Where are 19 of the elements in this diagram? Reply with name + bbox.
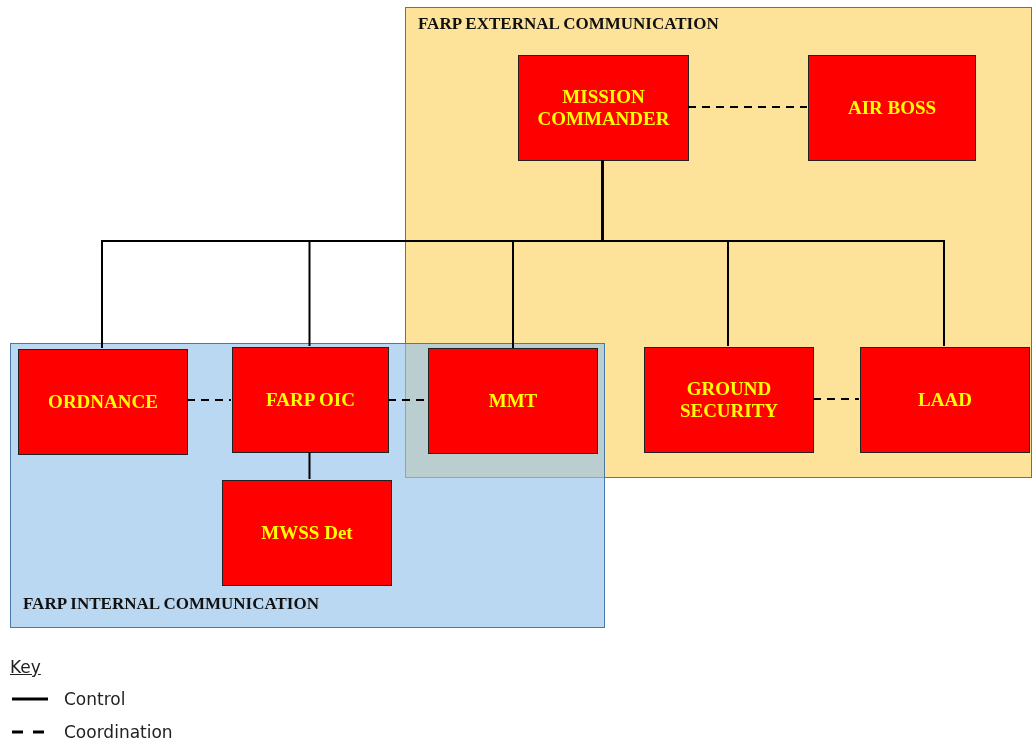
unit-box: LAAD	[860, 347, 1030, 453]
coordination-line	[687, 106, 808, 108]
legend-label: Coordination	[64, 722, 173, 742]
unit-box: AIR BOSS	[808, 55, 976, 161]
unit-box: GROUND SECURITY	[644, 347, 814, 453]
unit-box: MMT	[428, 348, 598, 454]
coordination-line	[186, 399, 232, 401]
control-line	[601, 159, 945, 347]
group-title: FARP INTERNAL COMMUNICATION	[23, 594, 319, 614]
unit-box: FARP OIC	[232, 347, 389, 453]
unit-box: MWSS Det	[222, 480, 392, 586]
group-title: FARP EXTERNAL COMMUNICATION	[418, 14, 719, 34]
unit-box: MISSION COMMANDER	[518, 55, 689, 161]
legend-label: Control	[64, 689, 126, 709]
control-line	[308, 451, 311, 480]
unit-box: ORDNANCE	[18, 349, 188, 455]
coordination-line	[812, 398, 860, 400]
legend-heading: Key	[10, 657, 41, 677]
group-band	[405, 7, 1032, 478]
